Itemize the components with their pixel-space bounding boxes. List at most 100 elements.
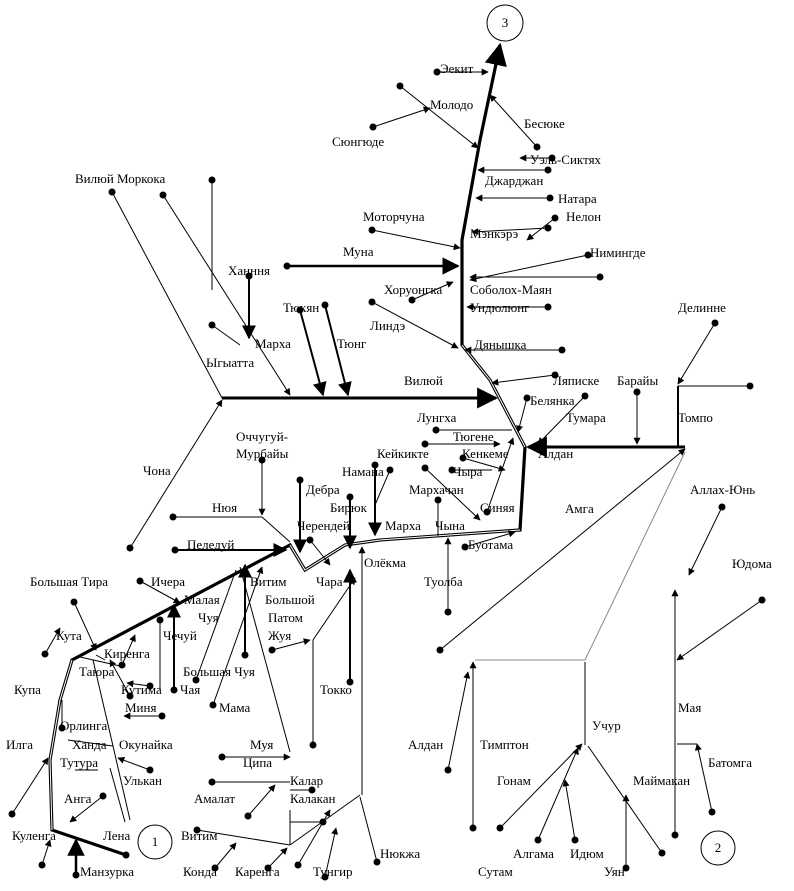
label-kalakan: Калакан xyxy=(290,791,336,806)
source-dot xyxy=(432,426,440,434)
label-chyna: Чына xyxy=(435,518,465,533)
label-yudoma: Юдома xyxy=(732,556,772,571)
source-dot xyxy=(448,466,456,474)
source-dot xyxy=(136,577,144,585)
label-maya: Мая xyxy=(678,700,701,715)
source-dot xyxy=(708,808,716,816)
label-amalat: Амалат xyxy=(194,791,235,806)
source-dot xyxy=(241,651,249,659)
source-dot xyxy=(386,466,394,474)
label-tungir: Тунгир xyxy=(313,864,353,879)
source-dot xyxy=(258,456,266,464)
label-karenga: Каренга xyxy=(235,864,280,879)
label-orlinga: Орлинга xyxy=(60,718,107,733)
source-dot xyxy=(368,226,376,234)
svg-text:3: 3 xyxy=(502,15,509,30)
label-kupa: Купа xyxy=(14,682,41,697)
label-molodo: Молодо xyxy=(430,97,473,112)
label-buotama: Буотама xyxy=(468,537,513,552)
source-dot xyxy=(558,346,566,354)
label-tokko: Токко xyxy=(320,682,352,697)
label-natara: Натара xyxy=(558,191,597,206)
label-malaya: Малая xyxy=(184,592,220,607)
label-nimingde: Нимингде xyxy=(590,245,646,260)
label-tyung: Тюнг xyxy=(337,336,366,351)
label-baraiy: Барайы xyxy=(617,373,658,388)
source-dot xyxy=(268,646,276,654)
label-besyuke: Бесюке xyxy=(524,116,565,131)
label-nyuya: Нюя xyxy=(212,500,237,515)
label-vitim-top: Витим xyxy=(250,574,287,589)
label-markhachan: Мархачан xyxy=(409,482,464,497)
label-vilyuy: Вилюй xyxy=(404,373,443,388)
label-eekit: Эекит xyxy=(440,61,474,76)
source-dot xyxy=(192,676,200,684)
label-nelon: Нелон xyxy=(566,209,601,224)
source-dot xyxy=(211,864,219,872)
source-dot xyxy=(306,536,314,544)
label-peleduy: Пеледуй xyxy=(187,537,234,552)
source-dot xyxy=(58,724,66,732)
source-dot xyxy=(444,608,452,616)
label-undyulyung: Ундюлюнг xyxy=(470,300,530,315)
label-uchur: Учур xyxy=(592,718,621,733)
source-dot xyxy=(158,712,166,720)
label-tutura: Тутура xyxy=(60,755,98,770)
source-dot xyxy=(126,692,134,700)
source-dot xyxy=(208,176,216,184)
source-dot xyxy=(244,812,252,820)
lower-tributaries xyxy=(11,563,378,878)
source-dot xyxy=(444,766,452,774)
label-ulkan: Улькан xyxy=(123,773,162,788)
source-dot xyxy=(122,851,130,859)
source-dot xyxy=(159,191,167,199)
label-chona: Чона xyxy=(143,463,171,478)
source-dot xyxy=(523,394,531,402)
label-soboloh: Соболох-Маян xyxy=(470,282,552,297)
corner-marker-1: 1 xyxy=(137,824,173,860)
label-kutima: Кутима xyxy=(121,682,162,697)
label-uel-siktyakh: Уэль-Сиктях xyxy=(530,152,602,167)
label-tyukyan: Тюкян xyxy=(283,300,319,315)
source-dot xyxy=(41,650,49,658)
label-kuta: Кута xyxy=(56,628,82,643)
source-dot xyxy=(283,262,291,270)
source-dot xyxy=(156,616,164,624)
label-cherendey: Черендей xyxy=(297,518,350,533)
source-dot xyxy=(718,503,726,511)
source-dot xyxy=(99,792,107,800)
source-dot xyxy=(346,493,354,501)
source-dot xyxy=(544,166,552,174)
label-dzhardzhan: Джарджан xyxy=(485,173,543,188)
label-patom: Патом xyxy=(268,610,303,625)
source-dot xyxy=(461,543,469,551)
source-dot xyxy=(346,678,354,686)
source-dot xyxy=(711,319,719,327)
label-kirenga: Киренга xyxy=(104,646,150,661)
label-kulenga: Куленга xyxy=(12,828,56,843)
label-syungyude: Сюнгюде xyxy=(332,134,384,149)
label-konda: Конда xyxy=(183,864,217,879)
source-dot xyxy=(146,766,154,774)
source-dot xyxy=(596,273,604,281)
label-keiykte: Кейкикте xyxy=(377,446,429,461)
label-debra: Дебра xyxy=(306,482,340,497)
corner-marker-3: 3 xyxy=(486,4,524,42)
source-dot xyxy=(658,849,666,857)
source-dot xyxy=(108,188,116,196)
label-olyokma: Олёкма xyxy=(364,555,406,570)
source-dot xyxy=(171,546,179,554)
label-lena: Лена xyxy=(103,828,130,843)
label-belyanka: Белянка xyxy=(530,393,575,408)
label-okunayka: Окунайка xyxy=(119,737,173,752)
label-allakh-yun: Аллах-Юнь xyxy=(690,482,755,497)
source-dot xyxy=(408,296,416,304)
source-dot xyxy=(170,686,178,694)
source-dot xyxy=(551,371,559,379)
source-dot xyxy=(551,214,559,222)
label-amga: Амга xyxy=(565,501,594,516)
river-labels: Джарджан Натара Нелон Мэнкэрэ Нимингде С… xyxy=(6,61,772,879)
source-dot xyxy=(622,864,630,872)
